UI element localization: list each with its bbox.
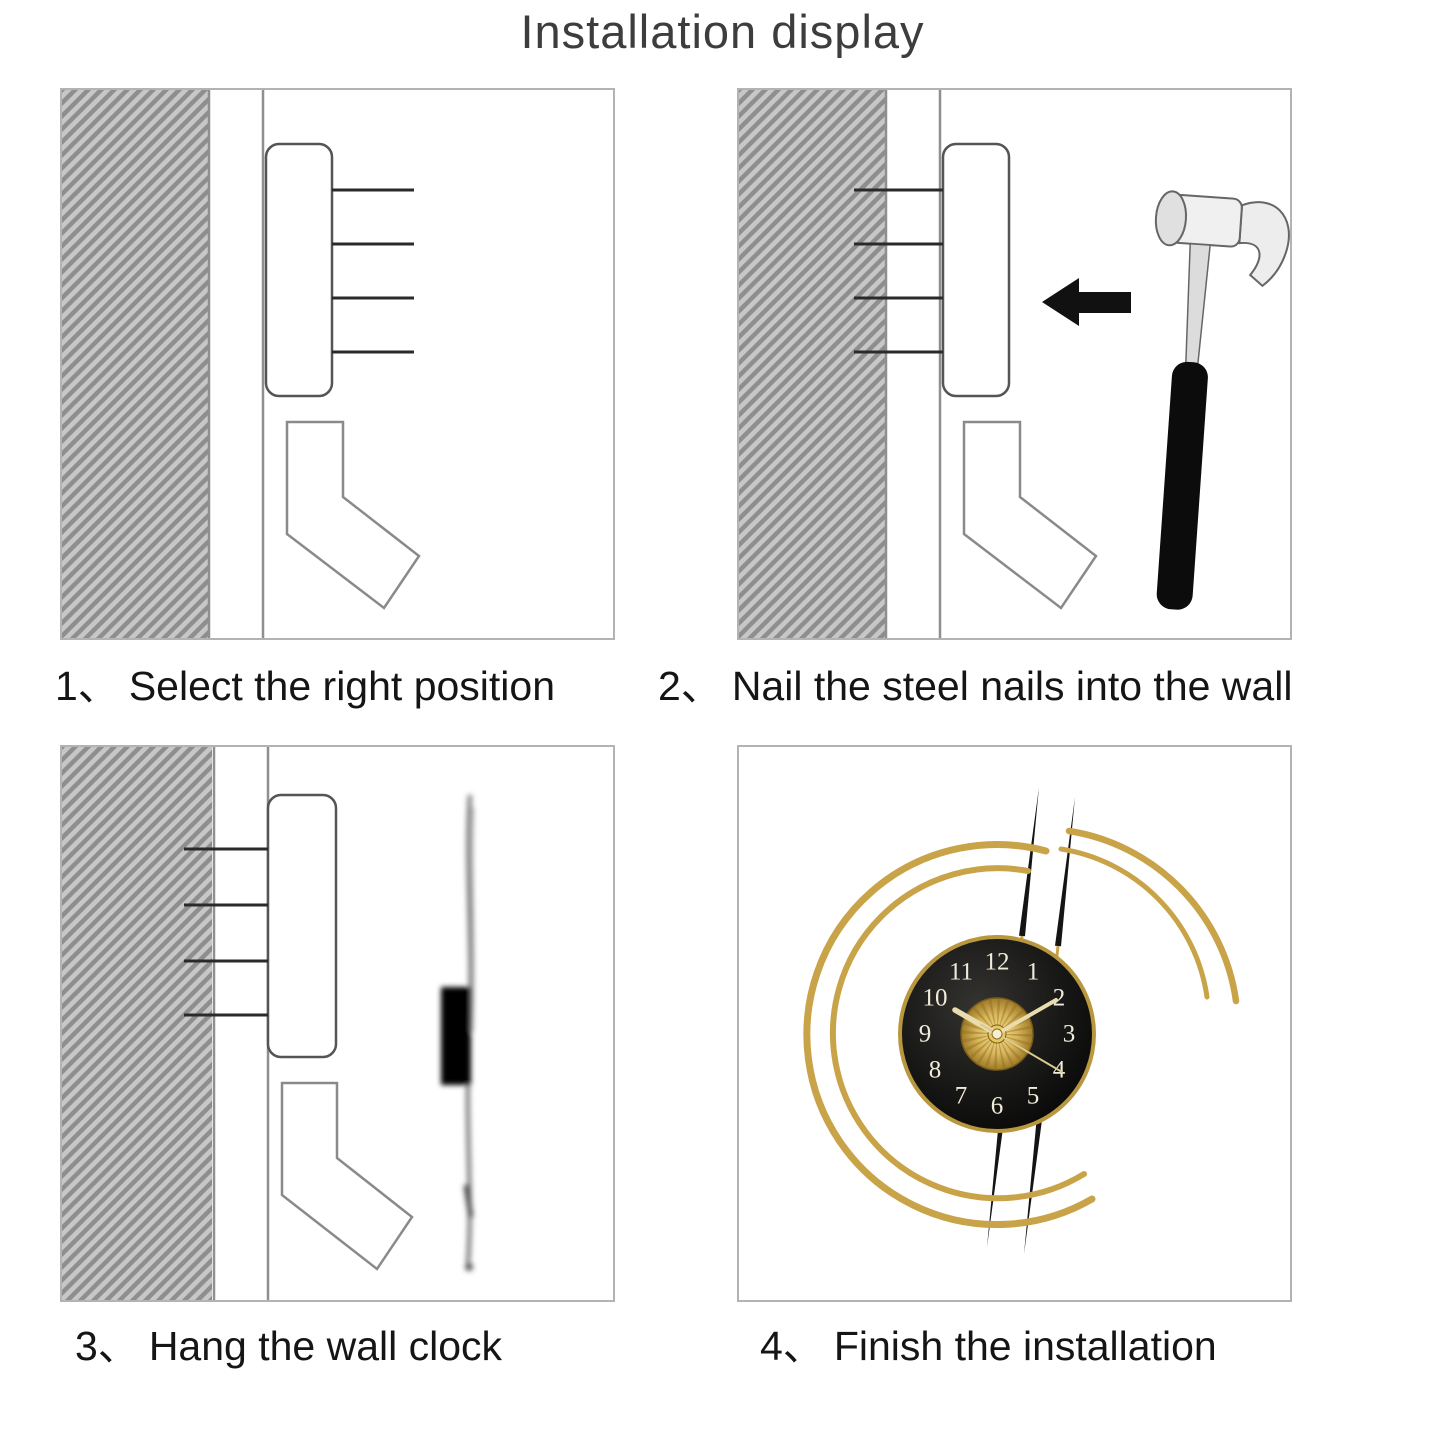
step-number: 1、 bbox=[55, 663, 119, 709]
clock-numeral: 12 bbox=[985, 949, 1010, 976]
right-outer-arc bbox=[1065, 827, 1240, 1005]
clock-numeral: 2 bbox=[1053, 985, 1066, 1012]
step-3-panel bbox=[60, 745, 615, 1302]
clock-hands bbox=[952, 998, 1063, 1073]
step-caption-text: Finish the installation bbox=[833, 1323, 1217, 1369]
clock-side-dot bbox=[465, 1263, 473, 1271]
hammer-icon bbox=[1154, 190, 1290, 610]
clock-dial: 12 1 2 3 4 5 6 7 8 9 10 11 bbox=[898, 935, 1096, 1133]
crescent-outer-arc bbox=[803, 841, 1096, 1228]
clock-numeral: 3 bbox=[1063, 1021, 1076, 1048]
needle-black-tip bbox=[987, 1097, 1007, 1247]
clock-numeral: 9 bbox=[919, 1021, 932, 1048]
clock-side-view bbox=[441, 794, 474, 1271]
center-cap bbox=[991, 1028, 1003, 1040]
step-1-caption: 1、Select the right position bbox=[55, 652, 555, 712]
clock-numeral: 5 bbox=[1027, 1083, 1040, 1110]
needle-black-tip bbox=[1024, 1104, 1044, 1254]
clock-numeral: 11 bbox=[949, 959, 973, 986]
wall-hook bbox=[285, 420, 421, 610]
mounting-bracket bbox=[941, 142, 1011, 398]
step-caption-text: Hang the wall clock bbox=[148, 1323, 503, 1369]
hammer-claw bbox=[1238, 201, 1290, 288]
steel-nails bbox=[854, 188, 943, 354]
step-2-panel bbox=[737, 88, 1292, 640]
clock-numerals: 12 1 2 3 4 5 6 7 8 9 10 11 bbox=[919, 949, 1076, 1120]
step-number: 2、 bbox=[658, 663, 722, 709]
clock-numeral: 1 bbox=[1027, 959, 1040, 986]
clock-side-mark bbox=[463, 1184, 474, 1218]
step-number: 4、 bbox=[760, 1323, 824, 1369]
step-3-caption: 3、Hang the wall clock bbox=[75, 1312, 502, 1372]
needle-black-tip bbox=[1055, 797, 1075, 947]
step-caption-text: Select the right position bbox=[128, 663, 556, 709]
clock-numeral: 8 bbox=[929, 1057, 942, 1084]
hammer-grip bbox=[1156, 361, 1208, 610]
wall-hatch bbox=[739, 90, 885, 638]
step-4-panel: 12 1 2 3 4 5 6 7 8 9 10 11 bbox=[737, 745, 1292, 1302]
minute-hand bbox=[995, 998, 1058, 1036]
step-caption-text: Nail the steel nails into the wall bbox=[731, 663, 1293, 709]
step-4-caption: 4、Finish the installation bbox=[760, 1312, 1217, 1372]
steel-nails bbox=[184, 847, 268, 1017]
step-1-panel bbox=[60, 88, 615, 640]
mounting-bracket bbox=[264, 142, 334, 398]
wall-hook bbox=[280, 1081, 414, 1271]
clock-side-highlight bbox=[471, 806, 474, 1033]
page-title: Installation display bbox=[520, 5, 925, 58]
step-4-figure: 12 1 2 3 4 5 6 7 8 9 10 11 bbox=[803, 787, 1240, 1254]
wall-hatch bbox=[62, 747, 212, 1300]
hammer-neck bbox=[1185, 242, 1211, 366]
clock-numeral: 7 bbox=[955, 1083, 968, 1110]
wall-hook bbox=[962, 420, 1098, 610]
step-3-figure bbox=[62, 747, 474, 1300]
left-arrow-icon bbox=[1042, 278, 1131, 326]
clock-hanger-slot bbox=[441, 987, 471, 1085]
gold-crescent-arcs bbox=[803, 827, 1240, 1228]
clock-numeral: 6 bbox=[991, 1093, 1004, 1120]
steel-nails bbox=[332, 188, 414, 354]
step-number: 3、 bbox=[75, 1323, 139, 1369]
crescent-inner-arc bbox=[829, 865, 1087, 1202]
needle-black-tip bbox=[1019, 787, 1039, 937]
medallion-sunburst bbox=[961, 998, 1033, 1070]
clock-numeral: 10 bbox=[923, 985, 948, 1012]
right-inner-arc bbox=[1058, 846, 1210, 1000]
wall-hatch bbox=[62, 90, 208, 638]
step-2-figure bbox=[739, 90, 1290, 638]
step-2-caption: 2、Nail the steel nails into the wall bbox=[658, 652, 1292, 712]
step-1-figure bbox=[62, 90, 421, 638]
hammer-face bbox=[1154, 190, 1188, 247]
mounting-bracket bbox=[266, 793, 338, 1059]
